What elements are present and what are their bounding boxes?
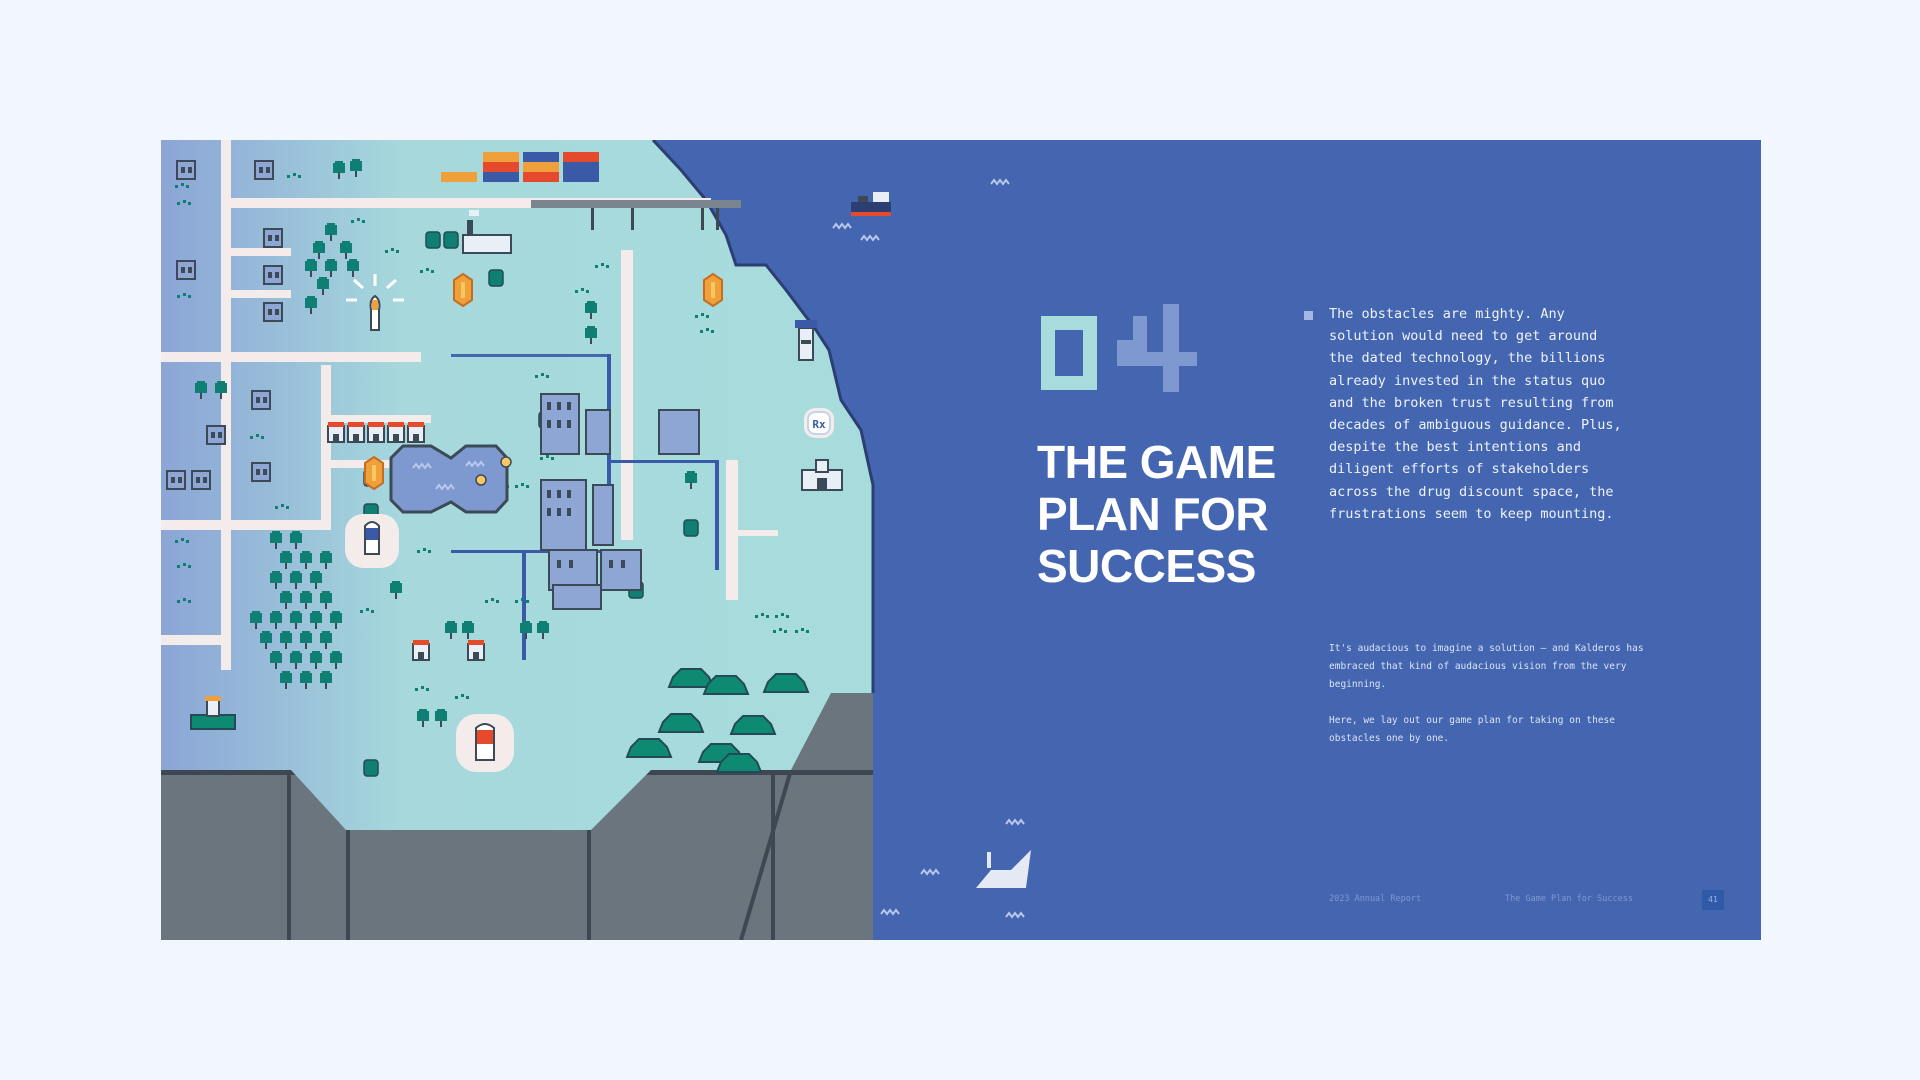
chapter-title-line-1: THE GAME — [1037, 436, 1276, 488]
pharmacy-rx-text: Rx — [812, 418, 826, 431]
body-paragraph: The obstacles are mighty. Any solution w… — [1329, 306, 1622, 522]
footer-section-name: The Game Plan for Success — [1505, 894, 1633, 904]
chapter-number-graphic: 04 — [1037, 304, 1197, 392]
intro-paragraph-2: Here, we lay out our game plan for takin… — [1329, 715, 1615, 744]
chapter-title-line-2: PLAN FOR — [1037, 488, 1269, 540]
footer-report-name: 2023 Annual Report — [1329, 894, 1422, 904]
square-bullet-icon — [1304, 311, 1313, 320]
intro-paragraph-1: It's audacious to imagine a solution – a… — [1329, 643, 1644, 690]
report-spread: Rx — [161, 140, 1761, 940]
page-number: 41 — [1702, 890, 1724, 910]
chapter-title: THE GAME PLAN FOR SUCCESS — [1037, 436, 1337, 592]
chapter-number: 04 — [1037, 304, 1039, 305]
chapter-title-line-3: SUCCESS — [1037, 540, 1256, 592]
pixel-map-illustration: Rx — [161, 140, 1031, 940]
